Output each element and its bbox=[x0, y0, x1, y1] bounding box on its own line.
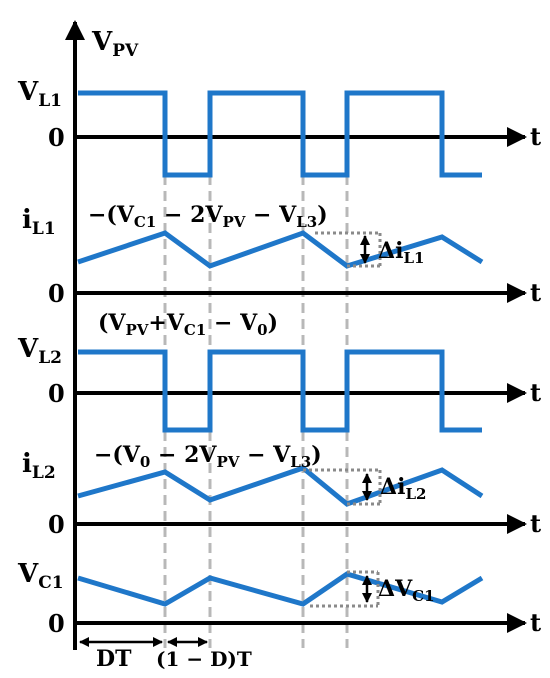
il1-label: iL1 bbox=[22, 205, 56, 239]
equation-2: (VPV+VC1 − V0) bbox=[98, 310, 278, 339]
svg-text:t: t bbox=[530, 278, 541, 307]
ripple-il2 bbox=[303, 468, 382, 506]
vc1-label: VC1 bbox=[17, 559, 64, 593]
svg-text:0: 0 bbox=[48, 379, 65, 408]
svg-text:t: t bbox=[530, 122, 541, 151]
delta-vc1-label: ΔVC1 bbox=[378, 576, 435, 605]
svg-text:t: t bbox=[530, 608, 541, 637]
vl1-label: VL1 bbox=[17, 77, 62, 111]
il2-waveform bbox=[77, 465, 484, 507]
dt-label: DT bbox=[96, 646, 132, 672]
one-minus-d-t-label: (1 − D)T bbox=[156, 647, 252, 671]
il1-waveform bbox=[77, 230, 484, 269]
vl2-waveform bbox=[78, 349, 482, 433]
time-axes bbox=[75, 127, 527, 633]
ripple-il1 bbox=[315, 231, 382, 268]
svg-text:t: t bbox=[530, 378, 541, 407]
delta-il1-label: ΔiL1 bbox=[378, 238, 424, 267]
svg-text:0: 0 bbox=[48, 279, 65, 308]
equation-1: −(VC1 − 2VPV − VL3) bbox=[88, 202, 328, 231]
svg-text:0: 0 bbox=[48, 609, 65, 638]
il2-label: iL2 bbox=[22, 449, 56, 483]
equation-3: −(V0 − 2VPV − VL3) bbox=[94, 442, 322, 471]
zero-labels: 0 0 0 0 0 bbox=[48, 123, 65, 638]
vl1-waveform bbox=[78, 90, 482, 178]
ripple-vc1 bbox=[310, 570, 380, 608]
svg-text:t: t bbox=[530, 509, 541, 538]
vpv-label: VPV bbox=[91, 27, 139, 61]
svg-text:0: 0 bbox=[48, 510, 65, 539]
vl2-label: VL2 bbox=[17, 334, 62, 368]
t-labels: t t t t t bbox=[530, 122, 541, 637]
vc1-waveform bbox=[77, 571, 484, 607]
delta-il2-label: ΔiL2 bbox=[380, 474, 426, 503]
svg-text:0: 0 bbox=[48, 123, 65, 152]
